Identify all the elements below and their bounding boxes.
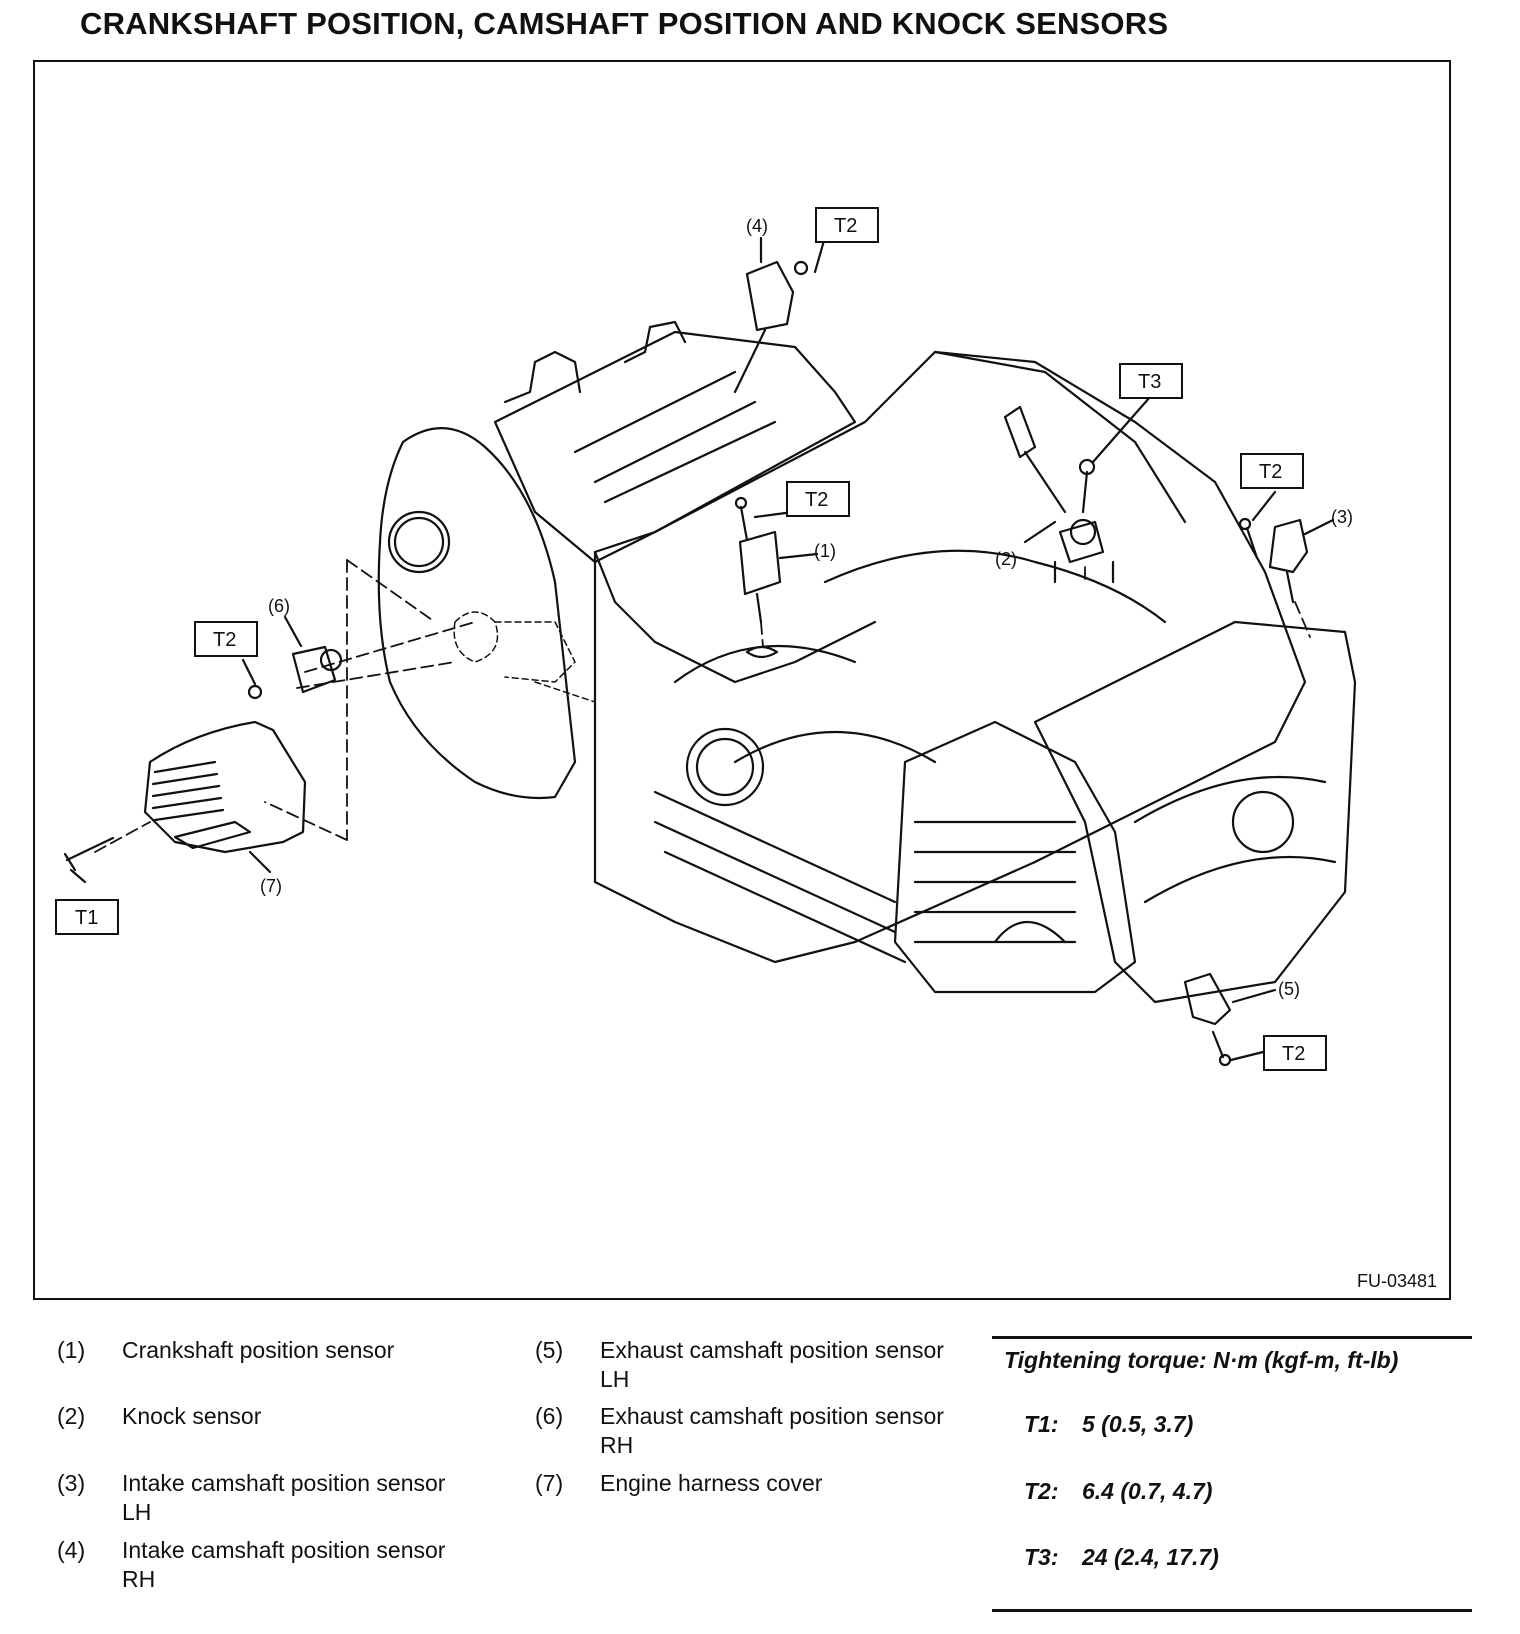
torque-header: Tightening torque: N·m (kgf-m, ft-lb) — [1004, 1347, 1399, 1373]
engine-diagram: (4) (1) (2) (3) (5) (6) (7) T2 T2 T3 T2 … — [55, 207, 1357, 1071]
bolt-t2-rh — [1245, 526, 1259, 560]
knock-sensor-shape — [1058, 520, 1105, 564]
timing-belt-cover — [377, 427, 577, 800]
callout-label-4: (4) — [746, 216, 768, 236]
torque-key: T2: — [1024, 1478, 1059, 1504]
bolt-t2-crank — [739, 505, 749, 542]
torque-tag-t2-right: T2 — [1259, 461, 1282, 483]
torque-tag-t2-top: T2 — [834, 215, 857, 237]
torque-row-t2: T2: 6.4 (0.7, 4.7) — [1024, 1478, 1212, 1505]
torque-key: T3: — [1024, 1544, 1059, 1570]
torque-tag-t2-bottom: T2 — [1282, 1043, 1305, 1065]
torque-tag-box-t2-crank — [786, 481, 850, 517]
callout-label-5: (5) — [1278, 979, 1300, 999]
cylinder-head-left — [493, 330, 857, 564]
callout-label-2: (2) — [995, 549, 1017, 569]
legend-num: (6) — [535, 1403, 564, 1429]
bolt-t2-left — [247, 684, 263, 700]
torque-tag-t1: T1 — [75, 907, 98, 929]
harness-cover-shape — [143, 720, 307, 854]
legend-num: (4) — [57, 1537, 86, 1563]
torque-tag-box-t2-top — [815, 207, 879, 243]
legend-num: (1) — [57, 1337, 86, 1363]
legend-num: (5) — [535, 1337, 564, 1363]
cam-sensor-lh-exhaust-shape — [1183, 972, 1232, 1026]
bolt-t2-top — [793, 260, 809, 276]
page-title: CRANKSHAFT POSITION, CAMSHAFT POSITION A… — [80, 6, 1169, 41]
figure-code: FU-03481 — [1356, 1271, 1437, 1291]
engine-harness — [593, 350, 1187, 684]
bolt-t3 — [1081, 470, 1089, 514]
crank-pulley-bore — [387, 510, 451, 574]
bolt-t1 — [63, 836, 115, 872]
legend-text: Crankshaft position sensor — [122, 1337, 395, 1363]
torque-tag-t2-crank: T2 — [805, 489, 828, 511]
legend-text: Engine harness cover — [600, 1470, 823, 1496]
legend-text: Intake camshaft position sensor LH — [122, 1470, 446, 1525]
legend-text: Exhaust camshaft position sensor LH — [600, 1337, 944, 1392]
parts-legend: (1) Crankshaft position sensor (2) Knock… — [0, 1336, 1520, 1616]
torque-row-t3: T3: 24 (2.4, 17.7) — [1024, 1544, 1219, 1571]
torque-row-t1: T1: 5 (0.5, 3.7) — [1024, 1411, 1193, 1438]
legend-text: Knock sensor — [122, 1403, 262, 1429]
throttle-body — [685, 727, 765, 807]
diagram-frame: (4) (1) (2) (3) (5) (6) (7) T2 T2 T3 T2 … — [33, 60, 1451, 1300]
torque-tag-t2-left: T2 — [213, 629, 236, 651]
cam-sensor-lh-intake-shape — [1268, 518, 1309, 574]
legend-text: Intake camshaft position sensor RH — [122, 1537, 446, 1592]
torque-tag-box-t2-bottom — [1263, 1035, 1327, 1071]
cylinder-head-right — [1033, 620, 1357, 1004]
legend-num: (3) — [57, 1470, 86, 1496]
torque-tag-t3: T3 — [1138, 371, 1161, 393]
torque-tag-box-t3 — [1119, 363, 1183, 399]
callout-label-3: (3) — [1331, 507, 1353, 527]
bolt-t2-bottom — [1211, 1030, 1225, 1059]
legend-text: Exhaust camshaft position sensor RH — [600, 1403, 944, 1458]
torque-value: 6.4 (0.7, 4.7) — [1082, 1478, 1213, 1504]
callout-label-1: (1) — [814, 541, 836, 561]
front-cover — [893, 720, 1137, 994]
torque-tag-box-t2-left — [194, 621, 258, 657]
cam-sensor-rh-intake-shape — [745, 260, 795, 332]
torque-value: 5 (0.5, 3.7) — [1082, 1411, 1194, 1437]
callout-label-7: (7) — [260, 876, 282, 896]
intake-manifold — [593, 350, 1307, 964]
torque-value: 24 (2.4, 17.7) — [1082, 1544, 1219, 1570]
cam-sensor-rh-exhaust-shape — [291, 645, 337, 694]
tightening-torque-table: Tightening torque: N·m (kgf-m, ft-lb) T1… — [992, 1336, 1472, 1612]
torque-tag-box-t1 — [55, 899, 119, 935]
legend-num: (2) — [57, 1403, 86, 1429]
crank-sensor-shape — [738, 530, 782, 596]
torque-key: T1: — [1024, 1411, 1059, 1437]
legend-num: (7) — [535, 1470, 564, 1496]
torque-tag-box-t2-right — [1240, 453, 1304, 489]
callout-label-6: (6) — [268, 596, 290, 616]
